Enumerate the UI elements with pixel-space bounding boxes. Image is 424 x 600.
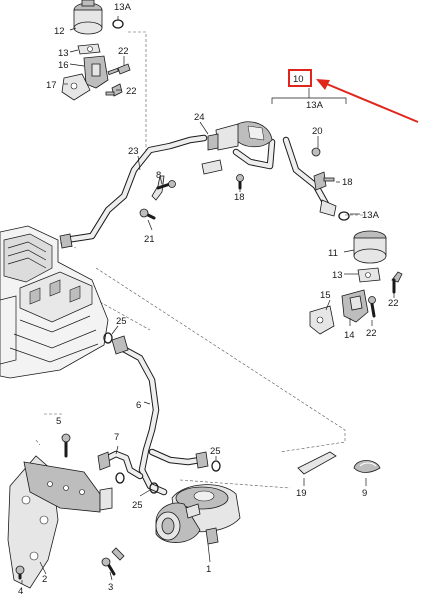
label-20: 20	[312, 126, 323, 137]
label-18-center: 18	[234, 192, 245, 203]
label-7: 7	[114, 432, 119, 443]
o-rings-25	[103, 332, 221, 494]
label-22-top-b: 22	[126, 86, 137, 97]
label-24: 24	[194, 112, 205, 123]
label-12: 12	[54, 26, 65, 37]
o-ring-13a-top	[112, 19, 124, 29]
clamp-9	[353, 460, 381, 473]
label-5: 5	[56, 416, 61, 427]
label-13a-top: 13A	[114, 2, 132, 13]
label-6: 6	[136, 400, 141, 411]
secondary-air-pump	[155, 484, 241, 545]
label-2: 2	[42, 574, 47, 585]
label-4: 4	[18, 586, 23, 597]
label-22-top-a: 22	[118, 46, 129, 57]
strap-19	[297, 451, 337, 475]
label-15: 15	[320, 290, 331, 301]
label-1: 1	[206, 564, 211, 575]
o-ring-13a-right	[338, 211, 350, 221]
label-10: 10	[293, 74, 304, 85]
label-25-b: 25	[210, 446, 221, 457]
label-13-right: 13	[332, 270, 343, 281]
label-25-a: 25	[116, 316, 127, 327]
label-21: 21	[144, 234, 155, 245]
bracket-2	[7, 455, 113, 589]
upper-valve-assembly	[61, 0, 131, 101]
label-16: 16	[58, 60, 69, 71]
right-valve-assembly	[309, 230, 403, 335]
label-23: 23	[128, 146, 139, 157]
highlight-box	[288, 69, 312, 87]
label-22-right-a: 22	[388, 298, 399, 309]
label-13-top: 13	[58, 48, 69, 59]
bracket-3	[23, 461, 101, 513]
part-labels: 13A 12 13 16 17 22 22 10 13A 24 20 23 8 …	[18, 2, 399, 597]
label-3: 3	[108, 582, 113, 593]
label-8: 8	[156, 170, 161, 181]
red-arrow	[316, 79, 419, 123]
label-17: 17	[46, 80, 57, 91]
label-25-c: 25	[132, 500, 143, 511]
engine-block	[0, 225, 109, 379]
label-13a-upper: 13A	[306, 100, 324, 111]
label-11: 11	[328, 248, 338, 259]
label-19: 19	[296, 488, 307, 499]
bolts-lower	[15, 433, 125, 580]
valve-10-pipe	[201, 88, 350, 221]
hose-6	[111, 335, 209, 496]
label-14: 14	[344, 330, 355, 341]
bolts-upper	[139, 174, 244, 220]
hose-7	[97, 450, 144, 480]
label-9: 9	[362, 488, 367, 499]
label-leaders	[21, 16, 395, 584]
label-13a-right: 13A	[362, 210, 380, 221]
label-18-right: 18	[342, 177, 353, 188]
label-22-right-b: 22	[366, 328, 377, 339]
